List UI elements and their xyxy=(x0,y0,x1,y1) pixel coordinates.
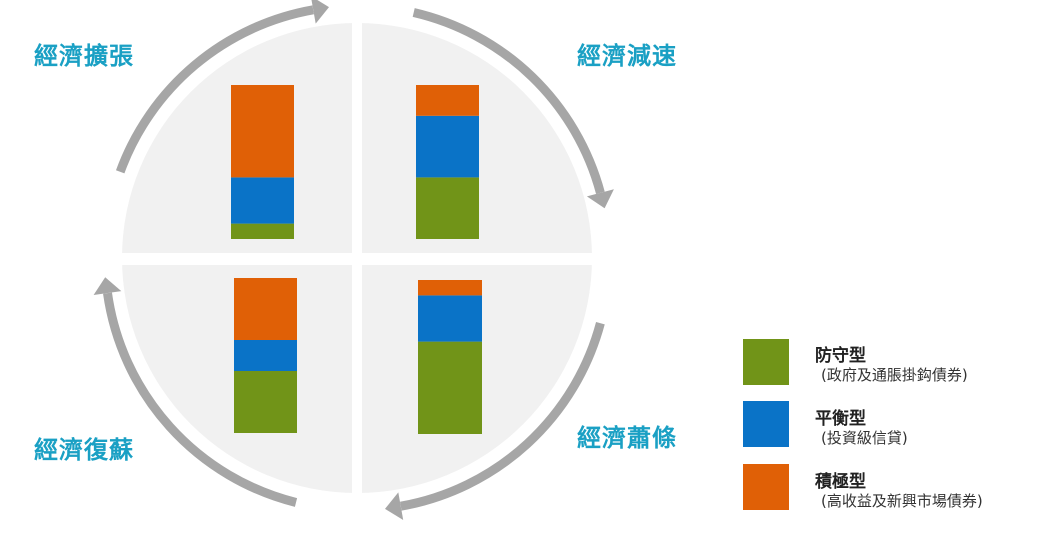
legend-swatch-aggressive xyxy=(743,464,789,510)
legend-swatch-balanced xyxy=(743,401,789,447)
bar-segment-slowdown-defensive xyxy=(416,177,479,239)
cycle-arrowhead-recession-to-recovery xyxy=(385,492,404,520)
bar-segment-slowdown-aggressive xyxy=(416,85,479,116)
cycle-arrow-slowdown-to-recession xyxy=(412,8,605,194)
bar-segment-expansion-defensive xyxy=(231,223,294,239)
cycle-arrowhead-slowdown-to-recession xyxy=(586,189,614,209)
legend-title-aggressive: 積極型 xyxy=(815,472,866,492)
bar-segment-recession-defensive xyxy=(418,341,482,434)
cycle-arrowhead-recovery-to-expansion xyxy=(93,277,122,295)
bar-segment-expansion-aggressive xyxy=(231,85,294,178)
bar-segment-recession-balanced xyxy=(418,295,482,342)
legend-desc-aggressive: (高收益及新興市場債券) xyxy=(821,492,983,510)
bar-segment-recovery-aggressive xyxy=(234,278,297,340)
phase-label-slowdown: 經濟減速 xyxy=(577,42,677,70)
cycle-arrowhead-expansion-to-slowdown xyxy=(311,0,329,24)
legend: 防守型 (政府及通脹掛鈎債券) 平衡型 (投資級信貸) 積極型 (高收益及新興市… xyxy=(743,0,1033,546)
bar-segment-slowdown-balanced xyxy=(416,115,479,178)
legend-desc-balanced: (投資級信貸) xyxy=(821,429,908,447)
bar-segment-recovery-defensive xyxy=(234,371,297,433)
cycle-arrow-expansion-to-slowdown xyxy=(115,5,314,174)
quadrant-slowdown-bg xyxy=(362,23,592,253)
legend-swatch-defensive xyxy=(743,339,789,385)
legend-title-defensive: 防守型 xyxy=(815,346,866,366)
phase-label-recovery: 經濟復蘇 xyxy=(34,436,134,464)
legend-desc-defensive: (政府及通脹掛鈎債券) xyxy=(821,366,968,384)
legend-title-balanced: 平衡型 xyxy=(815,409,866,429)
cycle-arrow-recession-to-recovery xyxy=(400,322,605,511)
phase-label-expansion: 經濟擴張 xyxy=(34,42,134,70)
phase-label-recession: 經濟蕭條 xyxy=(577,424,677,452)
bar-segment-recovery-balanced xyxy=(234,340,297,371)
cycle-arrow-recovery-to-expansion xyxy=(103,292,298,507)
bar-segment-expansion-balanced xyxy=(231,177,294,224)
bar-segment-recession-aggressive xyxy=(418,280,482,296)
